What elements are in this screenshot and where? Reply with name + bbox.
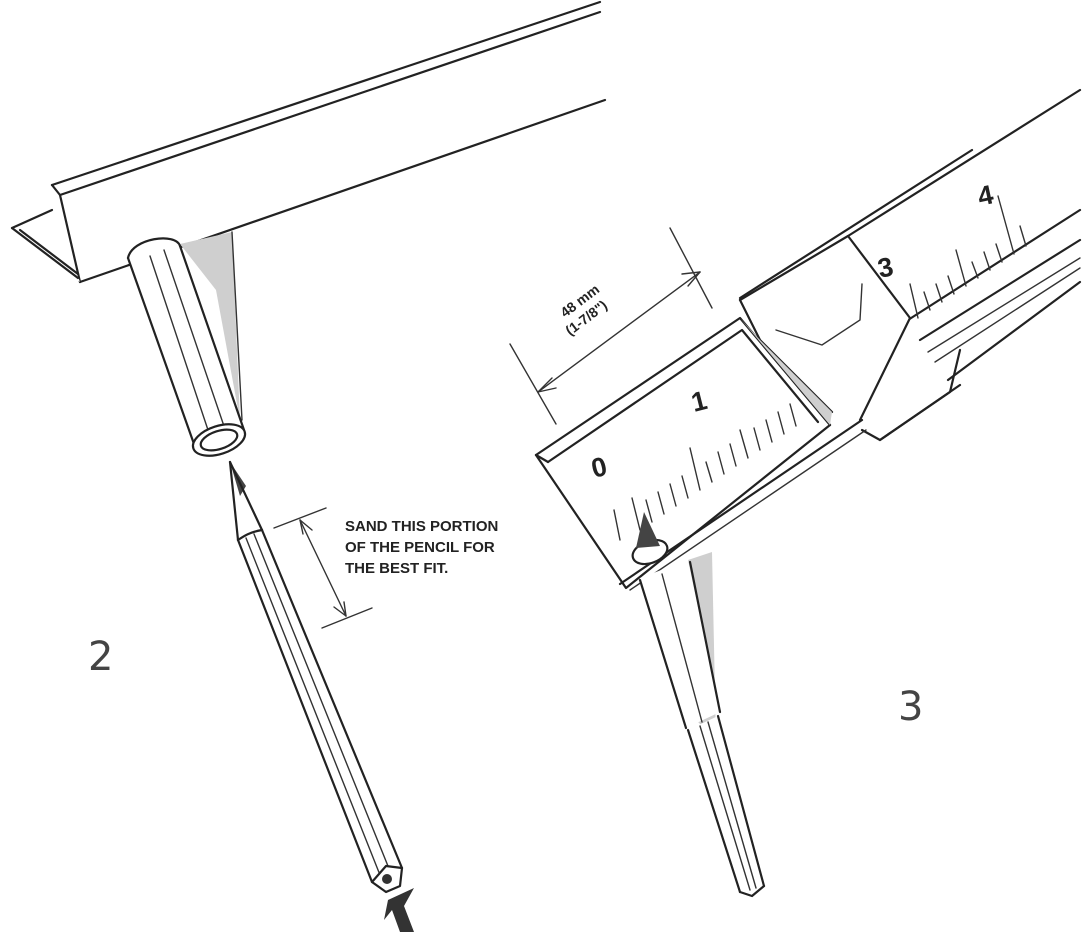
sand-instruction-line3: THE BEST FIT.: [345, 560, 448, 577]
angle-rail: [10, 0, 607, 284]
figure-number-2: 2: [88, 634, 113, 680]
figure-2-illustration: SAND THIS PORTION OF THE PENCIL FOR THE …: [10, 0, 607, 932]
pencil: [228, 460, 404, 894]
sand-range-marker: [273, 507, 373, 629]
caliper-scale-plate: 0 1: [534, 316, 867, 591]
pencil-in-caliper: [631, 512, 766, 898]
figure-3-illustration: 3 4: [509, 88, 1082, 898]
scale-number-3: 3: [875, 251, 896, 283]
sand-instruction-line1: SAND THIS PORTION: [345, 518, 498, 535]
scale-number-0: 0: [588, 451, 610, 484]
glue-shade: [180, 232, 240, 420]
scale-number-1: 1: [688, 385, 710, 418]
tube: [126, 237, 247, 457]
push-arrow: [384, 888, 414, 932]
figure-number-3: 3: [898, 684, 923, 730]
sand-instruction-line2: OF THE PENCIL FOR: [345, 539, 495, 556]
scale-number-4: 4: [975, 179, 996, 211]
